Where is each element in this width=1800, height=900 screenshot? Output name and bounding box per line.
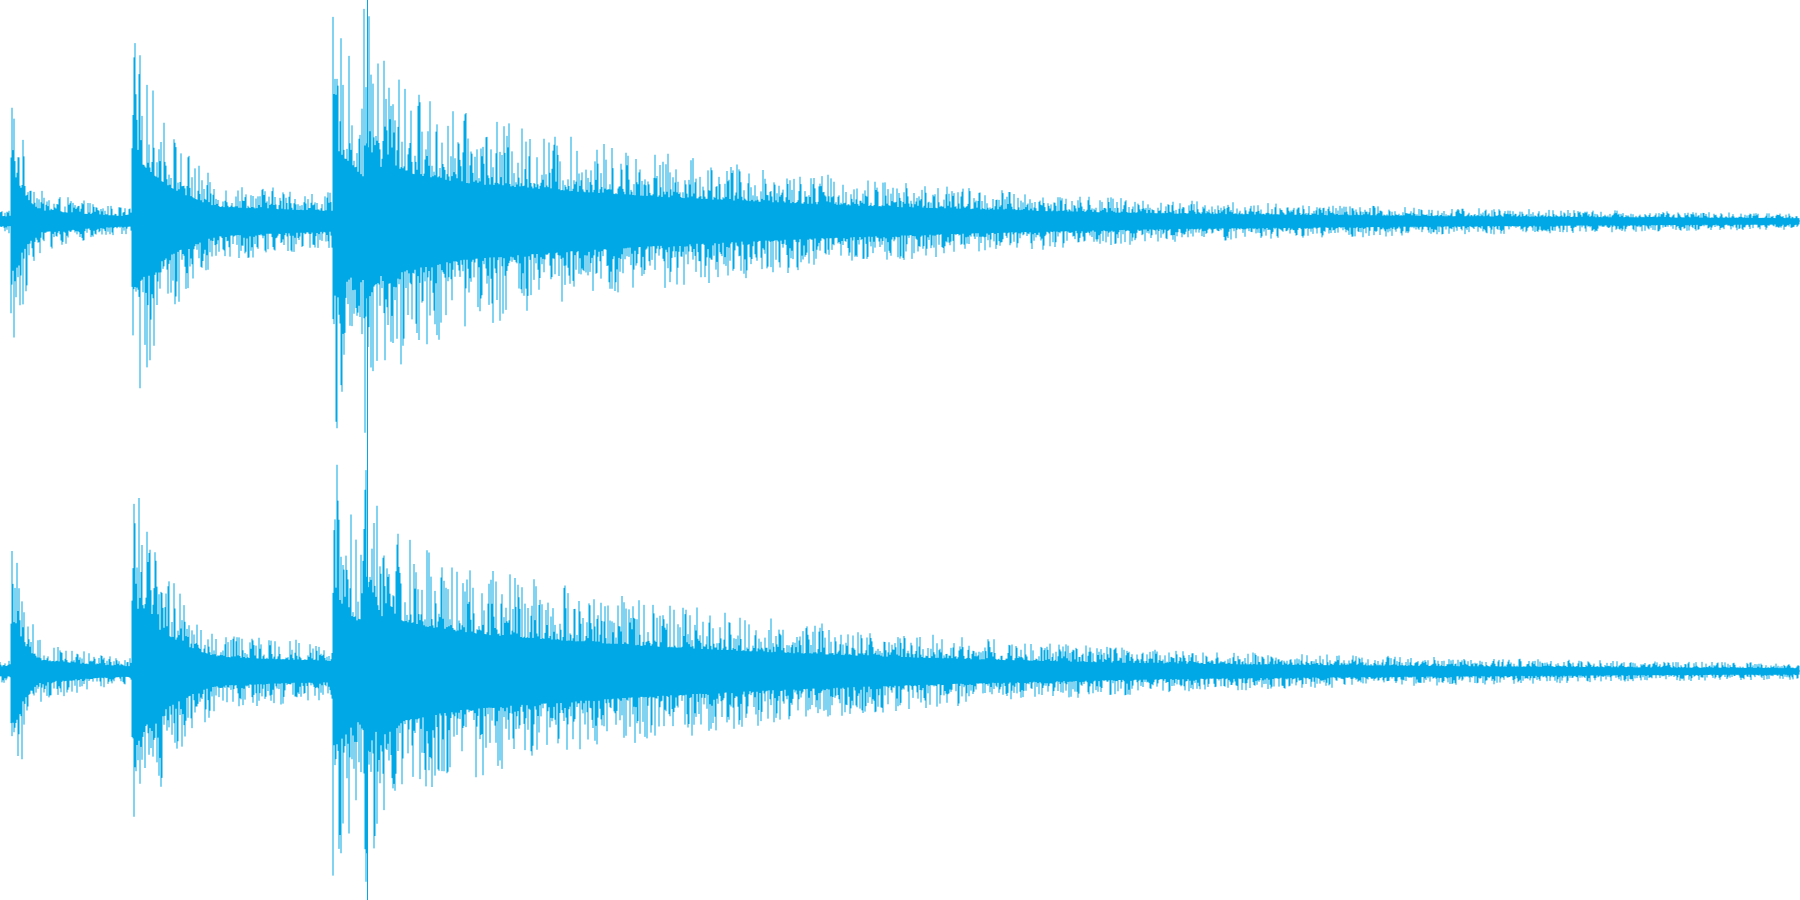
channel-left [0, 8, 1800, 433]
waveform-left [0, 8, 1800, 433]
waveform-right [0, 464, 1800, 882]
channel-right [0, 464, 1800, 882]
